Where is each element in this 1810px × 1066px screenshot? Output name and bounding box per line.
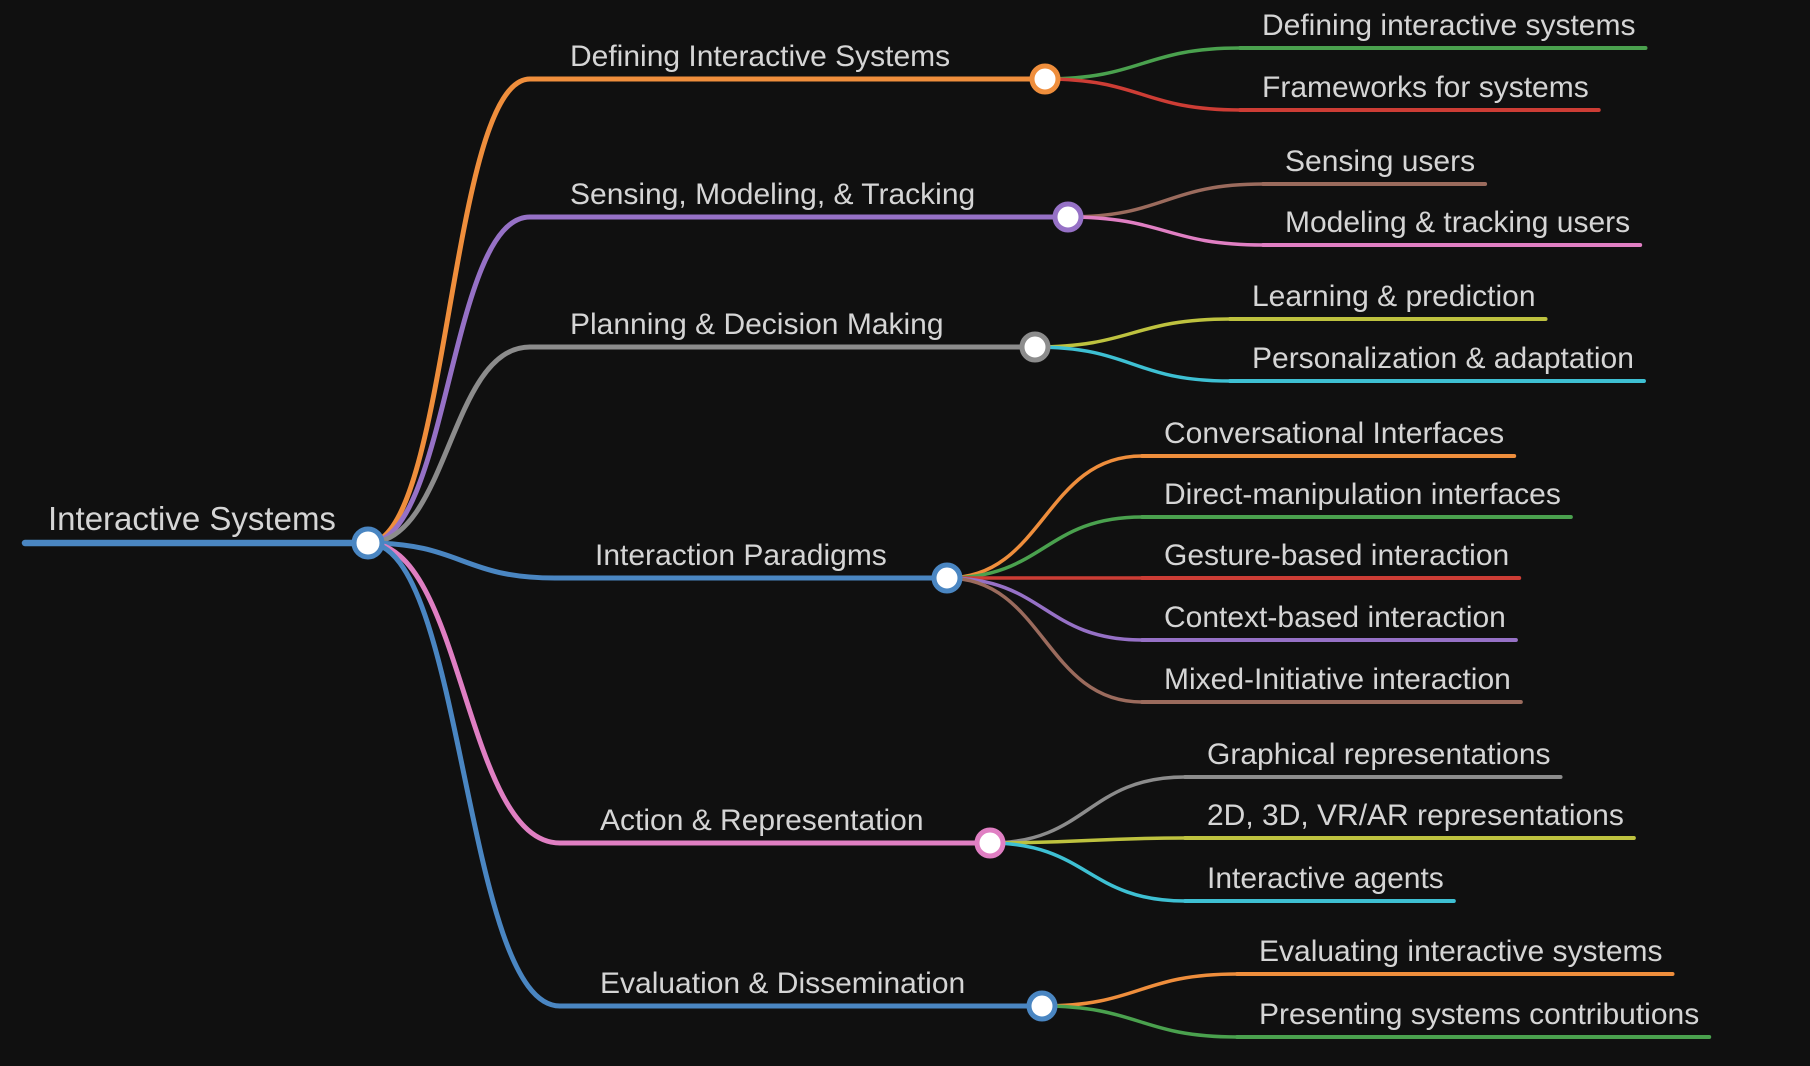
branch-link (365, 540, 558, 581)
collapse-circle-defining-interactive-systems[interactable] (1029, 63, 1061, 95)
branch-link (365, 540, 563, 1009)
node-label-modeling-tracking-users: Modeling & tracking users (1285, 206, 1630, 239)
branch-link (945, 454, 1144, 580)
node-label-conversational-interfaces: Conversational Interfaces (1164, 417, 1504, 450)
branch-link (1066, 182, 1265, 219)
branch-link (988, 836, 1187, 845)
node-label-context-based-interaction: Context-based interaction (1164, 601, 1506, 634)
collapse-circle-evaluation-dissemination[interactable] (1026, 990, 1058, 1022)
node-label-action-representation: Action & Representation (600, 804, 924, 837)
node-label-learning-prediction: Learning & prediction (1252, 280, 1536, 313)
collapse-circle-sensing-modeling-tracking[interactable] (1052, 201, 1084, 233)
collapse-circle-action-representation[interactable] (974, 827, 1006, 859)
node-label-interactive-systems: Interactive Systems (48, 500, 336, 537)
branch-link (365, 214, 533, 546)
node-label-interaction-paradigms: Interaction Paradigms (595, 539, 887, 572)
branch-link (945, 576, 1144, 642)
node-label-personalization-adaptation: Personalization & adaptation (1252, 342, 1634, 375)
node-label-gesture-based-interaction: Gesture-based interaction (1164, 539, 1509, 572)
node-label-defining-interactive-systems: Defining Interactive Systems (570, 40, 950, 73)
node-label-defining-interactive-systems: Defining interactive systems (1262, 9, 1635, 42)
branch-link (945, 576, 1144, 704)
node-label-frameworks-for-systems: Frameworks for systems (1262, 71, 1589, 104)
branch-link (1033, 317, 1232, 349)
branch-link (1043, 46, 1242, 81)
node-label-graphical-representations: Graphical representations (1207, 738, 1551, 771)
node-label-mixed-initiative-interaction: Mixed-Initiative interaction (1164, 663, 1511, 696)
node-label-2d-3d-vr-ar-representations: 2D, 3D, VR/AR representations (1207, 799, 1624, 832)
branch-link (1040, 972, 1239, 1008)
layer-nodes (351, 63, 1084, 1022)
branch-link (1043, 77, 1242, 112)
branch-link (1033, 345, 1232, 383)
collapse-circle-interaction-paradigms[interactable] (931, 562, 963, 594)
layer-links (365, 46, 1265, 1039)
node-label-planning-decision-making: Planning & Decision Making (570, 308, 944, 341)
node-label-interactive-agents: Interactive agents (1207, 862, 1444, 895)
branch-link (1040, 1004, 1239, 1039)
branch-link (988, 841, 1187, 903)
node-label-presenting-systems-contributions: Presenting systems contributions (1259, 998, 1699, 1031)
branch-link (365, 344, 533, 546)
node-label-evaluating-interactive-systems: Evaluating interactive systems (1259, 935, 1663, 968)
branch-link (945, 515, 1144, 580)
branch-link (365, 540, 563, 846)
branch-link (1066, 215, 1265, 247)
collapse-circle-interactive-systems[interactable] (351, 526, 385, 560)
branch-link (365, 76, 533, 546)
collapse-circle-planning-decision-making[interactable] (1019, 331, 1051, 363)
branch-link (988, 775, 1187, 845)
layer-texts: Interactive Systems Defining Interactive … (48, 9, 1699, 1031)
layer-lines (21, 46, 1712, 1039)
node-label-evaluation-dissemination: Evaluation & Dissemination (600, 967, 965, 1000)
node-label-sensing-modeling-tracking: Sensing, Modeling, & Tracking (570, 178, 975, 211)
node-label-sensing-users: Sensing users (1285, 145, 1475, 178)
node-label-direct-manipulation-interfaces: Direct-manipulation interfaces (1164, 478, 1561, 511)
